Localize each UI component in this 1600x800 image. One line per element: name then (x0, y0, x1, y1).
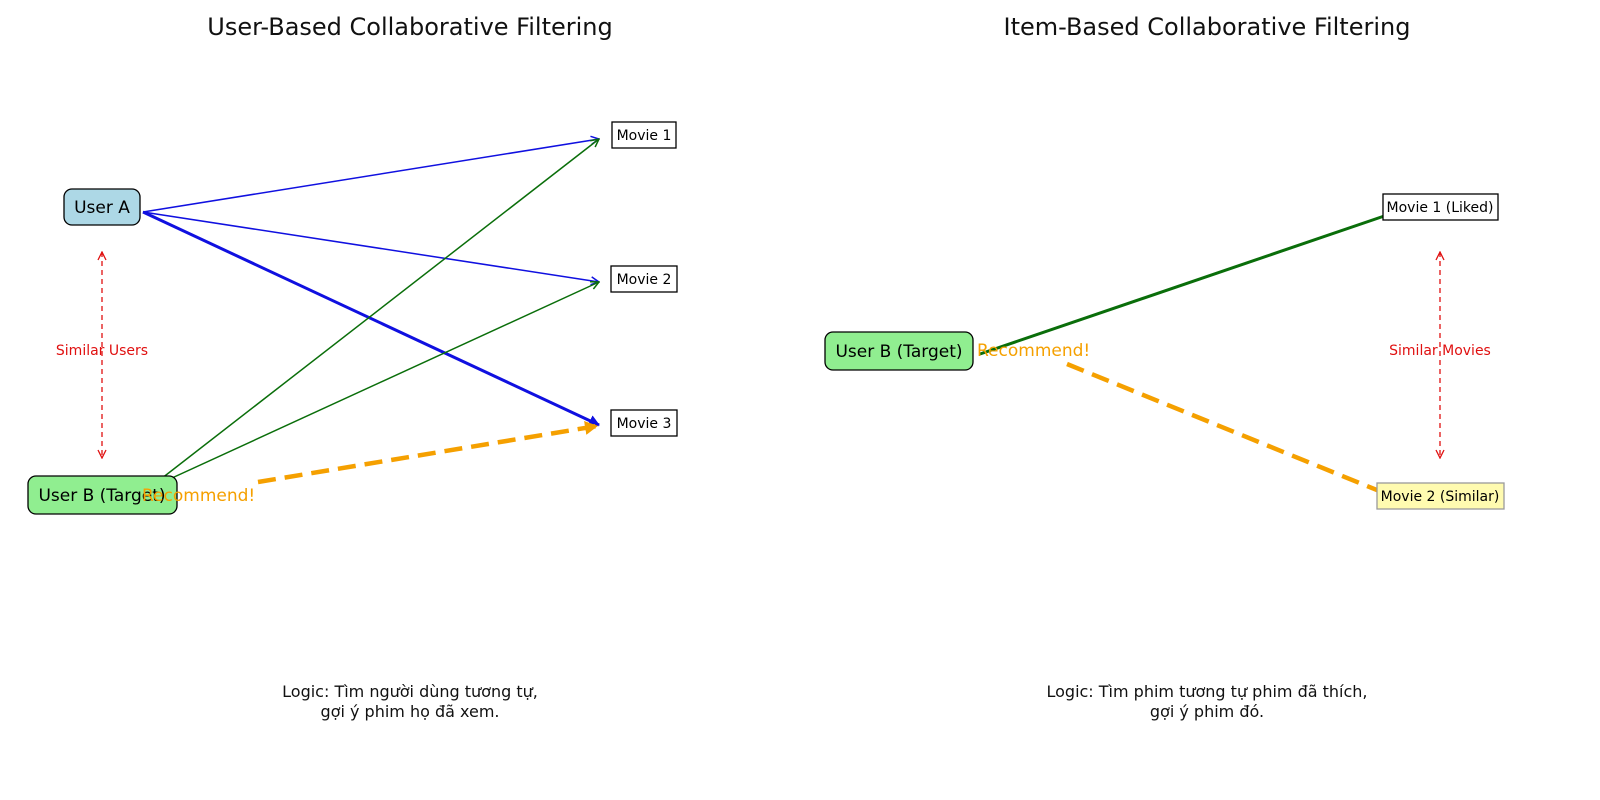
item-user-b-target-node: User B (Target) (824, 331, 974, 371)
edge-recommend-movie-3 (257, 421, 598, 485)
user-based-panel: User-Based Collaborative Filtering Simil… (27, 13, 678, 721)
movie-2-node: Movie 2 (610, 265, 678, 293)
movie-3-label: Movie 3 (617, 416, 672, 432)
edge-recommend-similar-movie (1066, 361, 1395, 500)
movie-similar-label: Movie 2 (Similar) (1381, 489, 1500, 505)
movie-liked-node: Movie 1 (Liked) (1382, 193, 1499, 221)
movie-3-node: Movie 3 (610, 409, 678, 437)
item-user-b-label: User B (Target) (835, 342, 962, 362)
recommend-label-right: Recommend! (977, 341, 1090, 361)
edge-user-a-movie-2 (142, 211, 599, 282)
edge-user-b-movie-1 (147, 139, 599, 490)
user-based-caption-line-1: Logic: Tìm người dùng tương tự, (282, 682, 538, 701)
recommend-label-left: Recommend! (142, 486, 255, 506)
movie-1-node: Movie 1 (611, 121, 677, 149)
user-a-label: User A (74, 198, 130, 218)
edge-user-a-movie-1 (142, 139, 599, 213)
item-based-panel: Item-Based Collaborative Filtering Simil… (824, 13, 1505, 721)
user-based-title: User-Based Collaborative Filtering (207, 13, 612, 41)
similar-users-label: Similar Users (56, 343, 148, 359)
user-based-caption-line-2: gợi ý phim họ đã xem. (321, 702, 500, 721)
user-a-node: User A (63, 188, 141, 226)
user-b-target-node: User B (Target) (27, 475, 178, 515)
edge-user-a-movie-3 (142, 210, 600, 427)
item-based-title: Item-Based Collaborative Filtering (1004, 13, 1411, 41)
movie-2-label: Movie 2 (617, 272, 672, 288)
movie-liked-label: Movie 1 (Liked) (1387, 200, 1494, 216)
movie-similar-node: Movie 2 (Similar) (1376, 482, 1505, 510)
movie-1-label: Movie 1 (617, 128, 672, 144)
similar-movies-label: Similar Movies (1389, 343, 1491, 359)
user-b-label: User B (Target) (38, 486, 165, 506)
edge-user-b-movie-2 (147, 282, 599, 490)
item-based-caption-line-2: gợi ý phim đó. (1150, 702, 1264, 721)
edge-user-b-liked-movie (979, 209, 1397, 356)
item-based-caption-line-1: Logic: Tìm phim tương tự phim đã thích, (1046, 682, 1367, 701)
